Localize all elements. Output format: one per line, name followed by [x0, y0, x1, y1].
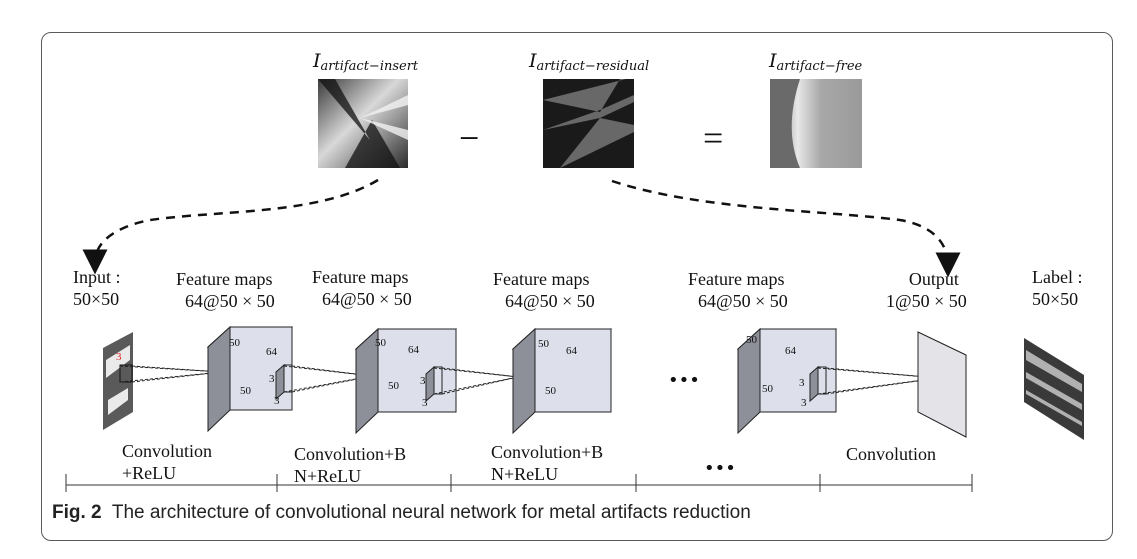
cube4-kernel-label-2: 3: [801, 397, 807, 409]
output-plane: [917, 331, 967, 438]
cube1-kernel-label-2: 3: [274, 395, 280, 407]
label-label: Label :50×50: [1032, 267, 1083, 309]
cube3-width-label: 64: [566, 345, 578, 357]
middle-ellipsis: •••: [668, 370, 700, 391]
cube2-depth-label: 50: [375, 337, 387, 349]
cube1-height-label: 50: [240, 385, 252, 397]
label-patch: [1024, 338, 1084, 440]
cube3-height-label: 50: [545, 385, 557, 397]
op4-ellipsis: •••: [704, 458, 736, 479]
cube2-width-label: 64: [408, 344, 420, 356]
cube4-kernel-label: 3: [799, 377, 805, 389]
cube1-width-label: 64: [266, 346, 278, 358]
cube2-height-label: 50: [388, 380, 400, 392]
feature-cube-2: [354, 327, 458, 435]
free-symbol: Iartifact−free: [769, 50, 863, 74]
input-kernel-label: 3: [116, 351, 122, 363]
residual-symbol: Iartifact−residual: [529, 50, 650, 74]
equals-sign: =: [703, 118, 724, 158]
insert-symbol: Iartifact−insert: [313, 50, 419, 74]
cube1-depth-label: 50: [229, 337, 241, 349]
left-dashed-arrow: [82, 178, 379, 275]
cube1-kernel-label: 3: [269, 373, 275, 385]
cube2-projection-lines: [433, 367, 519, 395]
artifact-residual-image: [543, 79, 634, 168]
cube4-height-label: 50: [762, 383, 774, 395]
cube3-depth-label: 50: [538, 338, 550, 350]
input-patch: [103, 332, 133, 430]
input-label: Input :50×50: [73, 267, 121, 309]
artifact-free-image: [770, 79, 862, 168]
feature-cube-1: [206, 325, 294, 433]
op1-label: Convolution+ReLU: [122, 441, 213, 483]
minus-sign: −: [459, 118, 480, 158]
cube2-kernel-label-2: 3: [422, 397, 428, 409]
figure-caption: Fig. 2 The architecture of convolutional…: [52, 502, 751, 523]
right-dashed-arrow: [611, 179, 961, 278]
cube4-width-label: 64: [785, 345, 797, 357]
op5-label: Convolution: [846, 444, 937, 464]
feature-cube-4: [736, 327, 838, 435]
artifact-insert-image: [318, 79, 408, 168]
input-projection-lines: [119, 365, 223, 383]
operation-bracket: [65, 474, 973, 492]
cube2-kernel-label: 3: [420, 375, 426, 387]
cube4-depth-label: 50: [746, 334, 758, 346]
feature-cube-3: [511, 327, 613, 435]
